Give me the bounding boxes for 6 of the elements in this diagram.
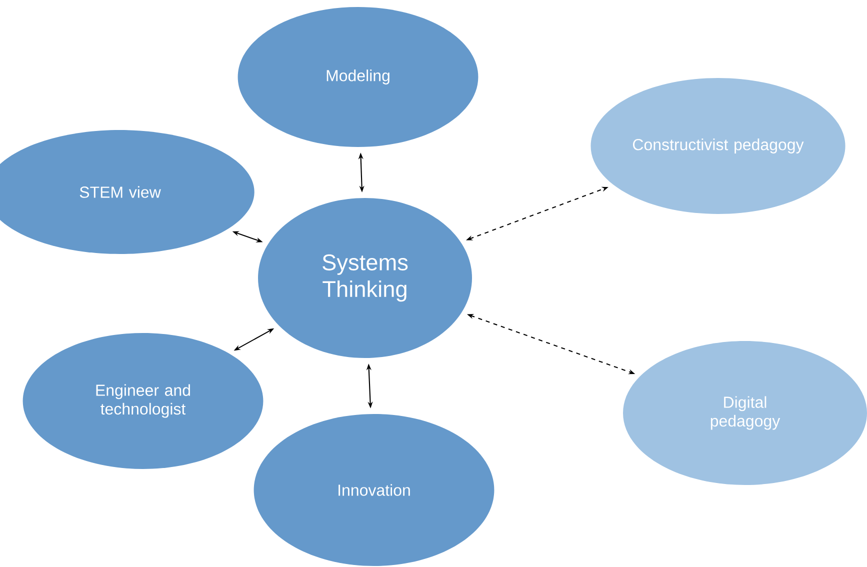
ellipse-node: Systems Thinking [258, 198, 472, 358]
ellipse-node: Innovation [254, 414, 494, 566]
ellipse-node: Digital pedagogy [623, 341, 867, 485]
ellipse-node: Constructivist pedagogy [590, 78, 846, 214]
ellipse-node: Modeling [238, 7, 478, 147]
ellipse-node: Engineer and technologist [22, 333, 264, 469]
